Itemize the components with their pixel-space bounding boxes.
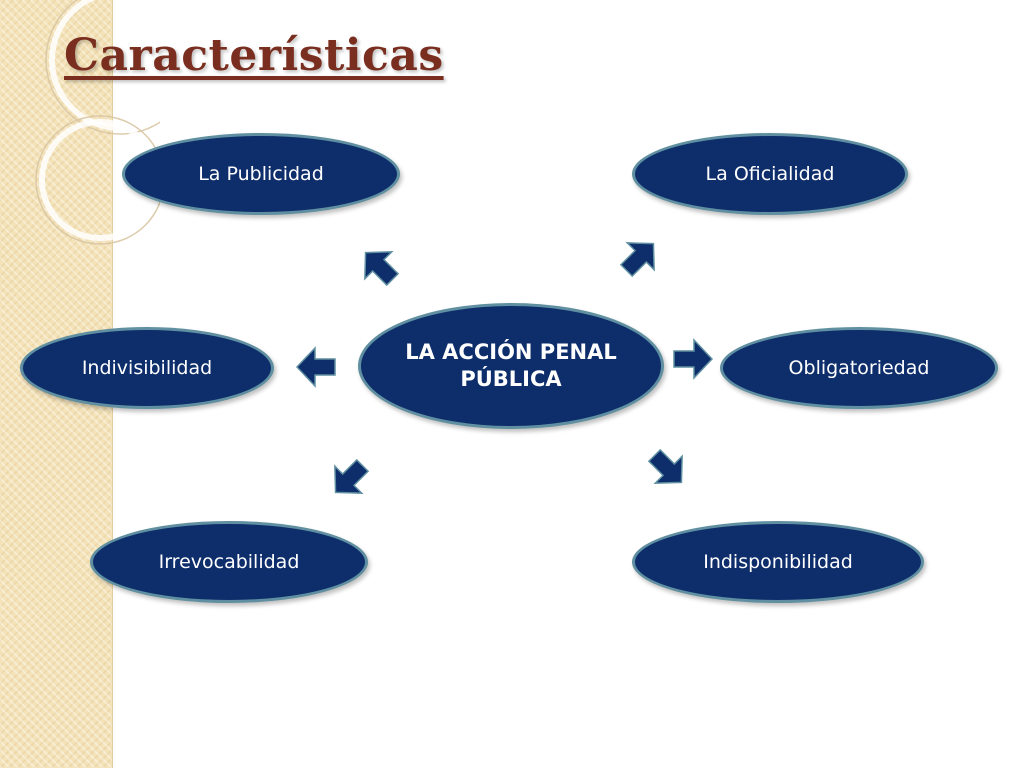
node-irrevocabilidad: Irrevocabilidad bbox=[90, 521, 368, 603]
node-obligatoriedad: Obligatoriedad bbox=[720, 327, 998, 409]
center-node-label: LA ACCIÓN PENAL PÚBLICA bbox=[405, 339, 617, 391]
center-node: LA ACCIÓN PENAL PÚBLICA bbox=[358, 303, 664, 429]
node-publicidad-label: La Publicidad bbox=[198, 163, 324, 185]
node-oficialidad-label: La Oficialidad bbox=[705, 163, 835, 185]
arrow-to-publicidad bbox=[346, 233, 411, 298]
node-irrevocabilidad-label: Irrevocabilidad bbox=[158, 551, 300, 573]
node-publicidad: La Publicidad bbox=[122, 133, 400, 215]
node-obligatoriedad-label: Obligatoriedad bbox=[788, 357, 930, 379]
arrow-to-obligatoriedad bbox=[670, 336, 716, 382]
node-indisponibilidad-label: Indisponibilidad bbox=[703, 551, 853, 573]
arrow-to-irrevocabilidad bbox=[316, 446, 381, 511]
slide-title: Características bbox=[64, 30, 444, 81]
node-oficialidad: La Oficialidad bbox=[632, 133, 908, 215]
arrow-to-indivisibilidad bbox=[293, 344, 339, 390]
node-indisponibilidad: Indisponibilidad bbox=[632, 521, 924, 603]
arrow-to-oficialidad bbox=[607, 224, 672, 289]
node-indivisibilidad: Indivisibilidad bbox=[20, 327, 274, 409]
arrow-to-indisponibilidad bbox=[635, 436, 700, 501]
node-indivisibilidad-label: Indivisibilidad bbox=[81, 357, 213, 379]
